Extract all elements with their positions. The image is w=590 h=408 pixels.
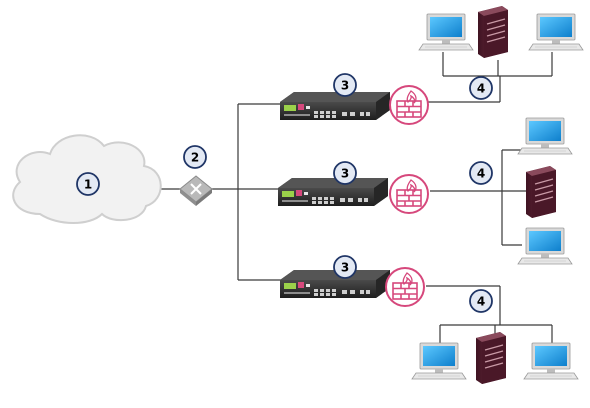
svg-text:2: 2 <box>191 151 199 165</box>
badge-lan-top: 4 <box>469 76 493 100</box>
security-appliance-icon <box>280 270 390 298</box>
desktop-computer-icon <box>528 13 584 51</box>
svg-text:3: 3 <box>341 261 349 275</box>
firewall-icon <box>389 85 429 125</box>
desktop-computer-icon <box>418 13 474 51</box>
svg-text:3: 3 <box>341 167 349 181</box>
svg-text:4: 4 <box>477 82 485 96</box>
svg-text:1: 1 <box>84 178 92 192</box>
badge-switch: 2 <box>183 145 207 169</box>
desktop-computer-icon <box>411 342 467 380</box>
security-appliance-icon <box>278 178 388 206</box>
desktop-computer-icon <box>517 227 573 265</box>
firewall-icon <box>385 267 425 307</box>
badge-lan-middle: 4 <box>469 161 493 185</box>
badge-appliance-top: 3 <box>333 73 357 97</box>
server-icon <box>475 331 507 385</box>
badge-lan-bottom: 4 <box>469 289 493 313</box>
connection-lines <box>158 52 553 343</box>
badge-appliance-bottom: 3 <box>333 255 357 279</box>
badge-appliance-middle: 3 <box>333 161 357 185</box>
svg-text:3: 3 <box>341 79 349 93</box>
svg-text:4: 4 <box>477 295 485 309</box>
desktop-computer-icon <box>523 342 579 380</box>
server-icon <box>477 5 509 59</box>
server-icon <box>525 165 557 219</box>
badge-internet-cloud: 1 <box>76 172 100 196</box>
desktop-computer-icon <box>517 117 573 155</box>
firewall-icon <box>389 174 429 214</box>
security-appliance-icon <box>280 92 390 120</box>
svg-text:4: 4 <box>477 167 485 181</box>
switch-icon <box>179 175 213 206</box>
